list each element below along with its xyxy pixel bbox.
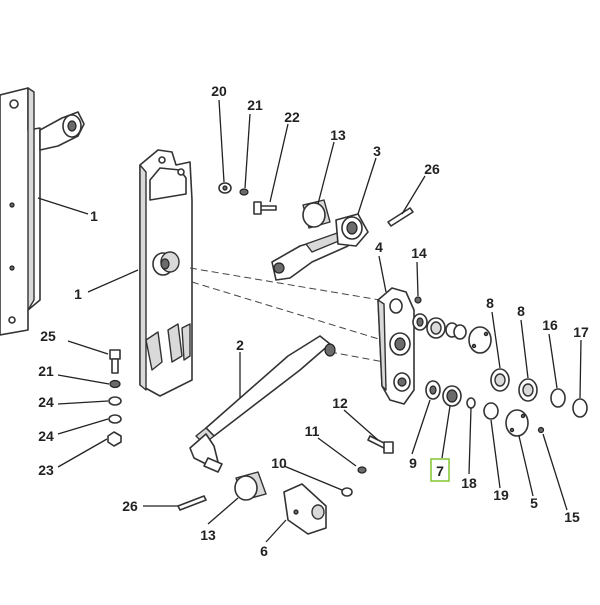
callout-1: 1: [90, 208, 98, 224]
part-10-washer: [341, 487, 353, 497]
part-26-pin-bottom: [177, 495, 207, 511]
part-17-circlip: [572, 398, 588, 418]
part-bearing-upper-a: [412, 313, 428, 331]
part-bearing-upper-c: [445, 322, 467, 340]
part-11-lockwasher: [357, 466, 367, 474]
part-24-washer-a: [108, 396, 122, 406]
part-13-bushing-bottom: [234, 471, 267, 501]
callout-3: 3: [373, 143, 381, 159]
callout-12: 12: [332, 395, 348, 411]
callout-10: 10: [271, 455, 287, 471]
part-4-lever-plate: [377, 287, 415, 405]
part-24-washer-b: [108, 414, 122, 424]
callout-26: 26: [424, 161, 440, 177]
part-20-washer: [218, 182, 232, 194]
part-6-bracket: [283, 483, 327, 535]
callout-11: 11: [305, 423, 320, 439]
callout-2: 2: [236, 337, 244, 353]
part-21-lockwasher-top: [239, 188, 249, 196]
part-bearing-upper-b: [426, 317, 446, 339]
callout-8: 8: [517, 303, 525, 319]
callout-26: 26: [122, 498, 138, 514]
part-1-center-plate: [139, 149, 193, 397]
part-21-lockwasher: [109, 379, 121, 389]
callout-17: 17: [573, 324, 589, 340]
callout-24: 24: [38, 394, 54, 410]
part-7-bearing: [442, 385, 462, 407]
callout-21: 21: [38, 363, 54, 379]
callout-13: 13: [330, 127, 346, 143]
part-5-cover: [505, 409, 529, 437]
part-8-bearing-a: [490, 368, 510, 392]
callout-7: 7: [436, 463, 444, 479]
callout-21: 21: [247, 97, 263, 113]
callout-24: 24: [38, 428, 54, 444]
callout-14: 14: [411, 245, 427, 261]
callout-9: 9: [409, 455, 417, 471]
callout-1: 1: [74, 286, 82, 302]
part-26-pin-top: [387, 207, 414, 227]
callout-16: 16: [542, 317, 558, 333]
callout-5: 5: [530, 495, 538, 511]
callout-6: 6: [260, 543, 268, 559]
alignment-line-upper: [189, 267, 381, 301]
callout-23: 23: [38, 462, 54, 478]
part-2-pedal-rod: [189, 335, 336, 473]
callout-20: 20: [211, 83, 227, 99]
callout-18: 18: [461, 475, 477, 491]
part-13-bushing-top: [302, 199, 331, 229]
part-12-bolt: [367, 435, 394, 454]
callout-15: 15: [564, 509, 580, 525]
part-23-nut: [107, 431, 122, 447]
part-1-left-frame: [0, 87, 85, 336]
callout-22: 22: [284, 109, 300, 125]
part-22-bolt: [253, 201, 277, 215]
callout-25: 25: [40, 328, 56, 344]
callout-7-highlight: [430, 458, 450, 482]
part-16-circlip: [550, 388, 566, 408]
callout-8: 8: [486, 295, 494, 311]
callout-4: 4: [375, 239, 383, 255]
callout-19: 19: [493, 487, 509, 503]
alignment-line-lower: [191, 281, 383, 341]
part-14-ball: [414, 296, 422, 304]
callout-13: 13: [200, 527, 216, 543]
part-9-washer: [425, 380, 441, 400]
leader-lines: [37, 99, 582, 543]
part-8-bearing-b: [518, 378, 538, 402]
part-15-screw: [537, 426, 545, 434]
callout-labels: 20 21 22 13 3 26 1 1 4 14 8 8 16 17 25 2…: [38, 83, 589, 559]
part-18-ring: [466, 397, 476, 409]
part-19-circlip: [483, 402, 499, 420]
part-3-arm: [271, 213, 369, 281]
alignment-line-pedal: [329, 351, 385, 363]
part-cover-upper: [468, 326, 492, 354]
part-25-bolt: [109, 349, 121, 374]
